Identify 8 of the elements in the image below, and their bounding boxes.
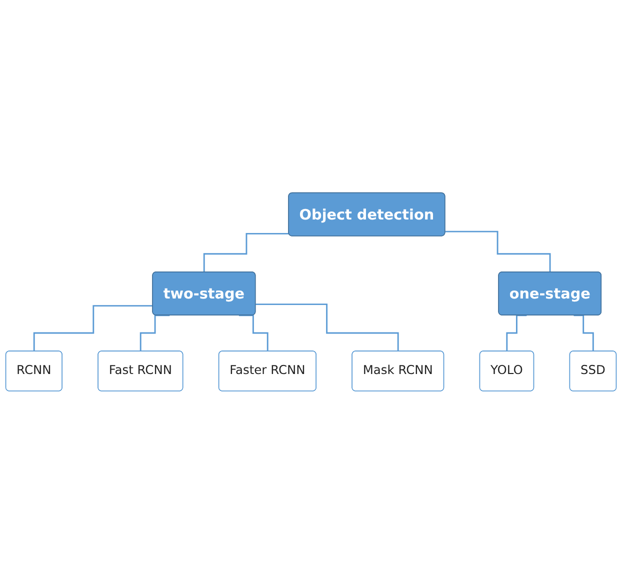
connector [574,314,594,352]
connector [445,230,551,273]
connector [33,304,153,352]
connector [203,232,290,273]
connector [140,314,170,352]
connector [506,314,527,352]
connector [256,303,399,352]
connector [238,314,268,352]
